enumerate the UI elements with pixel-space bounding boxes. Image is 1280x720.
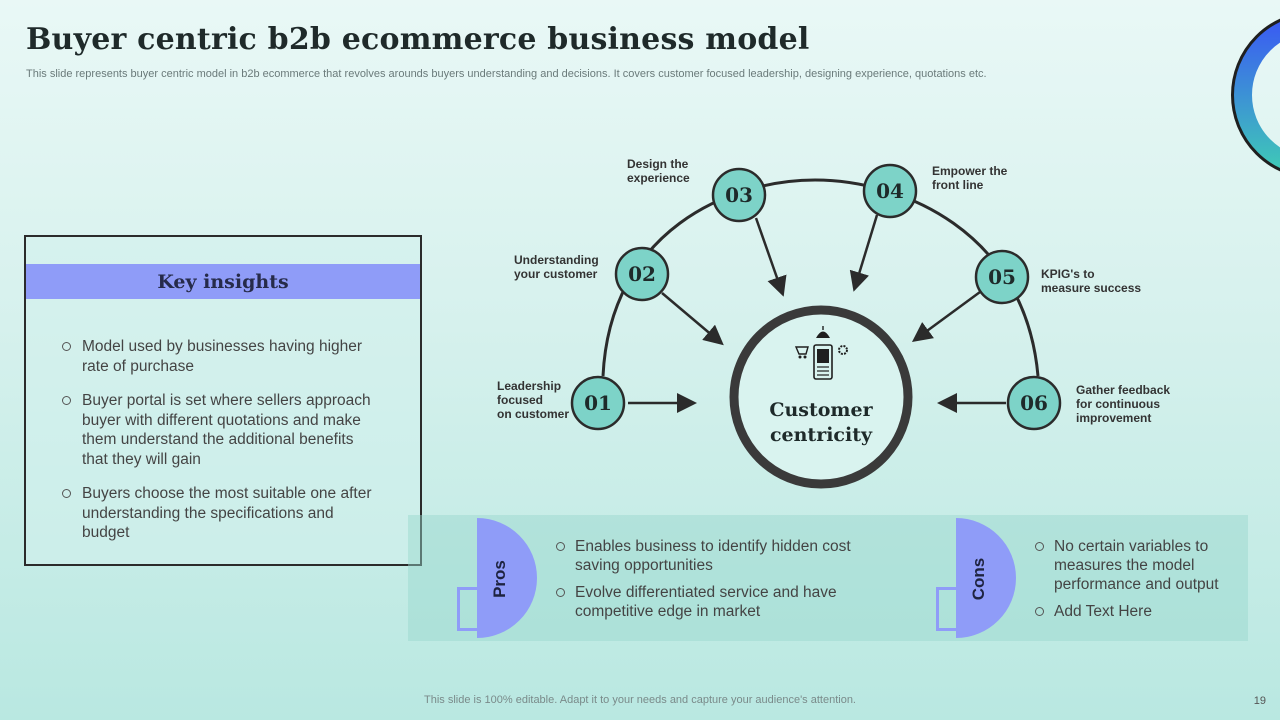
list-item-text: Model used by businesses having higher r… <box>82 338 363 375</box>
list-item-text: Enables business to identify hidden cost… <box>575 538 851 574</box>
bullet-circle-icon <box>556 542 565 551</box>
node-label-line: Design the <box>627 157 689 171</box>
list-item: Buyer portal is set where sellers approa… <box>62 391 382 469</box>
node-04: 04 Empower the front line <box>862 163 1008 219</box>
node-01: 01 Leadership focused on customer <box>497 375 626 431</box>
list-item-text: Buyer portal is set where sellers approa… <box>82 392 371 468</box>
cons-label: Cons <box>969 557 988 601</box>
pros-list: Enables business to identify hidden cost… <box>556 537 876 629</box>
node-number: 01 <box>584 391 612 415</box>
customer-centricity-hub: Customer centricity <box>729 305 913 489</box>
node-label-line: KPIG's to <box>1041 267 1095 281</box>
node-number: 06 <box>1020 391 1048 415</box>
node-label-line: on customer <box>497 407 569 421</box>
pros-half-circle: Pros <box>477 518 537 638</box>
cons-bracket-decoration <box>936 587 958 631</box>
node-02: 02 Understanding your customer <box>514 246 670 302</box>
corner-ring-decoration <box>1231 18 1280 172</box>
node-number: 04 <box>876 179 904 203</box>
list-item: Model used by businesses having higher r… <box>62 337 382 376</box>
page-number: 19 <box>1253 695 1266 707</box>
slide-footer: This slide is 100% editable. Adapt it to… <box>424 694 856 706</box>
node-06: 06 Gather feedback for continuous improv… <box>1006 375 1170 431</box>
list-item-text: Add Text Here <box>1054 603 1152 620</box>
node-label-line: experience <box>627 171 690 185</box>
list-item: Enables business to identify hidden cost… <box>556 537 876 575</box>
list-item: Buyers choose the most suitable one afte… <box>62 484 382 543</box>
node-number: 05 <box>988 265 1016 289</box>
list-item: No certain variables to measures the mod… <box>1035 537 1235 594</box>
bullet-circle-icon <box>1035 542 1044 551</box>
list-item: Evolve differentiated service and have c… <box>556 583 876 621</box>
node-number: 02 <box>628 262 656 286</box>
node-label-line: improvement <box>1076 411 1151 425</box>
center-label-line2: centricity <box>770 424 873 446</box>
list-item-text: Evolve differentiated service and have c… <box>575 584 837 620</box>
bullet-circle-icon <box>556 588 565 597</box>
node-label-line: Leadership <box>497 379 561 393</box>
cons-list: No certain variables to measures the mod… <box>1035 537 1235 629</box>
list-item-text: Buyers choose the most suitable one afte… <box>82 485 372 541</box>
center-label-line1: Customer <box>769 399 873 421</box>
node-label-line: focused <box>497 393 543 407</box>
node-05: 05 KPIG's to measure success <box>974 249 1141 305</box>
key-insights-heading: Key insights <box>26 264 420 299</box>
node-label-line: measure success <box>1041 281 1141 295</box>
list-item: Add Text Here <box>1035 602 1235 621</box>
bullet-circle-icon <box>1035 607 1044 616</box>
list-item-text: No certain variables to measures the mod… <box>1054 538 1219 593</box>
bullet-circle-icon <box>62 342 71 351</box>
node-label-line: Gather feedback <box>1076 383 1170 397</box>
customer-kiosk-icon <box>794 326 848 380</box>
key-insights-panel: Key insights Model used by businesses ha… <box>24 235 422 566</box>
node-label-line: Understanding <box>514 253 599 267</box>
slide-subtitle: This slide represents buyer centric mode… <box>26 68 987 80</box>
node-label-line: your customer <box>514 267 598 281</box>
pros-cons-panel: Pros Enables business to identify hidden… <box>408 515 1248 641</box>
node-label-line: front line <box>932 178 984 192</box>
pros-label: Pros <box>490 560 509 598</box>
node-03: 03 Design the experience <box>627 157 767 223</box>
arrow-04 <box>849 214 879 292</box>
bullet-circle-icon <box>62 396 71 405</box>
bullet-circle-icon <box>62 489 71 498</box>
node-label-line: Empower the <box>932 164 1008 178</box>
node-number: 03 <box>725 183 753 207</box>
cons-half-circle: Cons <box>956 518 1016 638</box>
arrow-03 <box>754 217 787 297</box>
arrow-02 <box>661 292 724 346</box>
arrow-05 <box>911 290 981 342</box>
slide-title: Buyer centric b2b ecommerce business mod… <box>26 22 810 57</box>
node-label-line: for continuous <box>1076 397 1160 411</box>
key-insights-list: Model used by businesses having higher r… <box>62 337 382 558</box>
pros-bracket-decoration <box>457 587 479 631</box>
